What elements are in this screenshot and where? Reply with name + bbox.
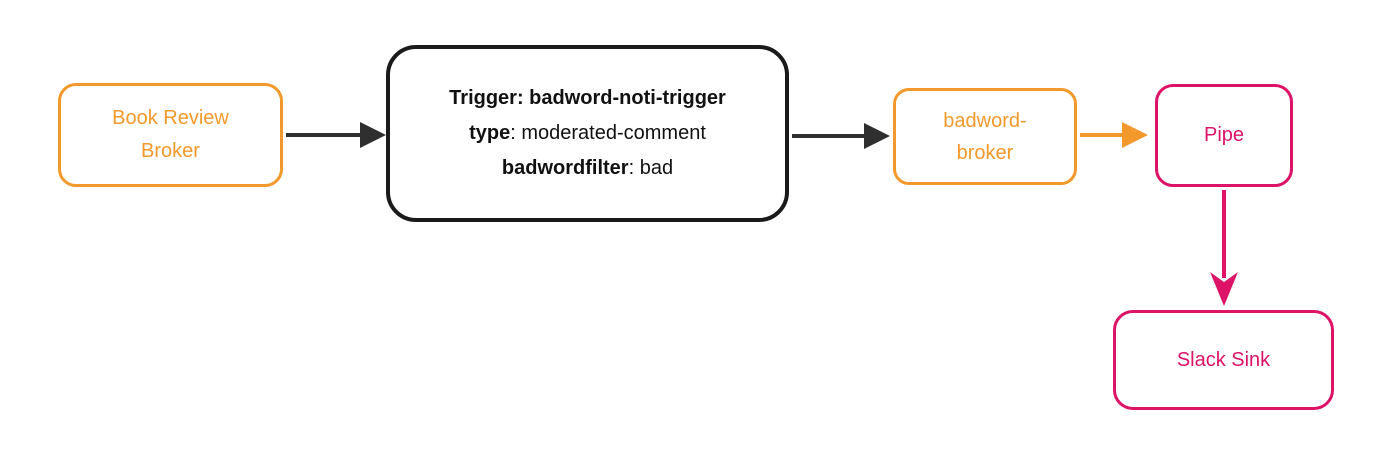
arrow-broker-to-trigger bbox=[286, 122, 386, 148]
node-label-line: Broker bbox=[141, 140, 200, 162]
trigger-filter-value: : bad bbox=[628, 157, 674, 179]
node-pipe: Pipe bbox=[1155, 84, 1293, 187]
trigger-name: Trigger: badword-noti-trigger bbox=[449, 87, 726, 109]
node-label-line: badword- bbox=[943, 109, 1027, 132]
trigger-line: Trigger: badword-noti-trigger bbox=[449, 81, 726, 116]
trigger-type-key: type bbox=[469, 122, 511, 144]
node-badword-broker: badword- broker bbox=[893, 88, 1077, 185]
arrow-trigger-to-badword-broker bbox=[792, 123, 890, 149]
arrow-badword-broker-to-pipe bbox=[1080, 122, 1148, 148]
node-label: Slack Sink bbox=[1176, 348, 1271, 371]
arrow-pipe-to-slack-sink bbox=[1210, 190, 1238, 306]
node-trigger-details: Trigger: badword-noti-trigger type: mode… bbox=[386, 45, 789, 222]
node-label: Pipe bbox=[1203, 124, 1245, 146]
node-book-review-broker: Book Review Broker bbox=[58, 83, 283, 187]
node-label-line: broker bbox=[956, 141, 1014, 164]
node-slack-sink: Slack Sink bbox=[1113, 310, 1334, 410]
trigger-type-line: type: moderated-comment bbox=[469, 116, 706, 151]
node-label-line: Book Review bbox=[112, 107, 229, 129]
trigger-filter-line: badwordfilter: bad bbox=[502, 151, 673, 186]
trigger-filter-key: badwordfilter bbox=[501, 157, 629, 179]
trigger-type-value: : moderated-comment bbox=[510, 122, 706, 144]
